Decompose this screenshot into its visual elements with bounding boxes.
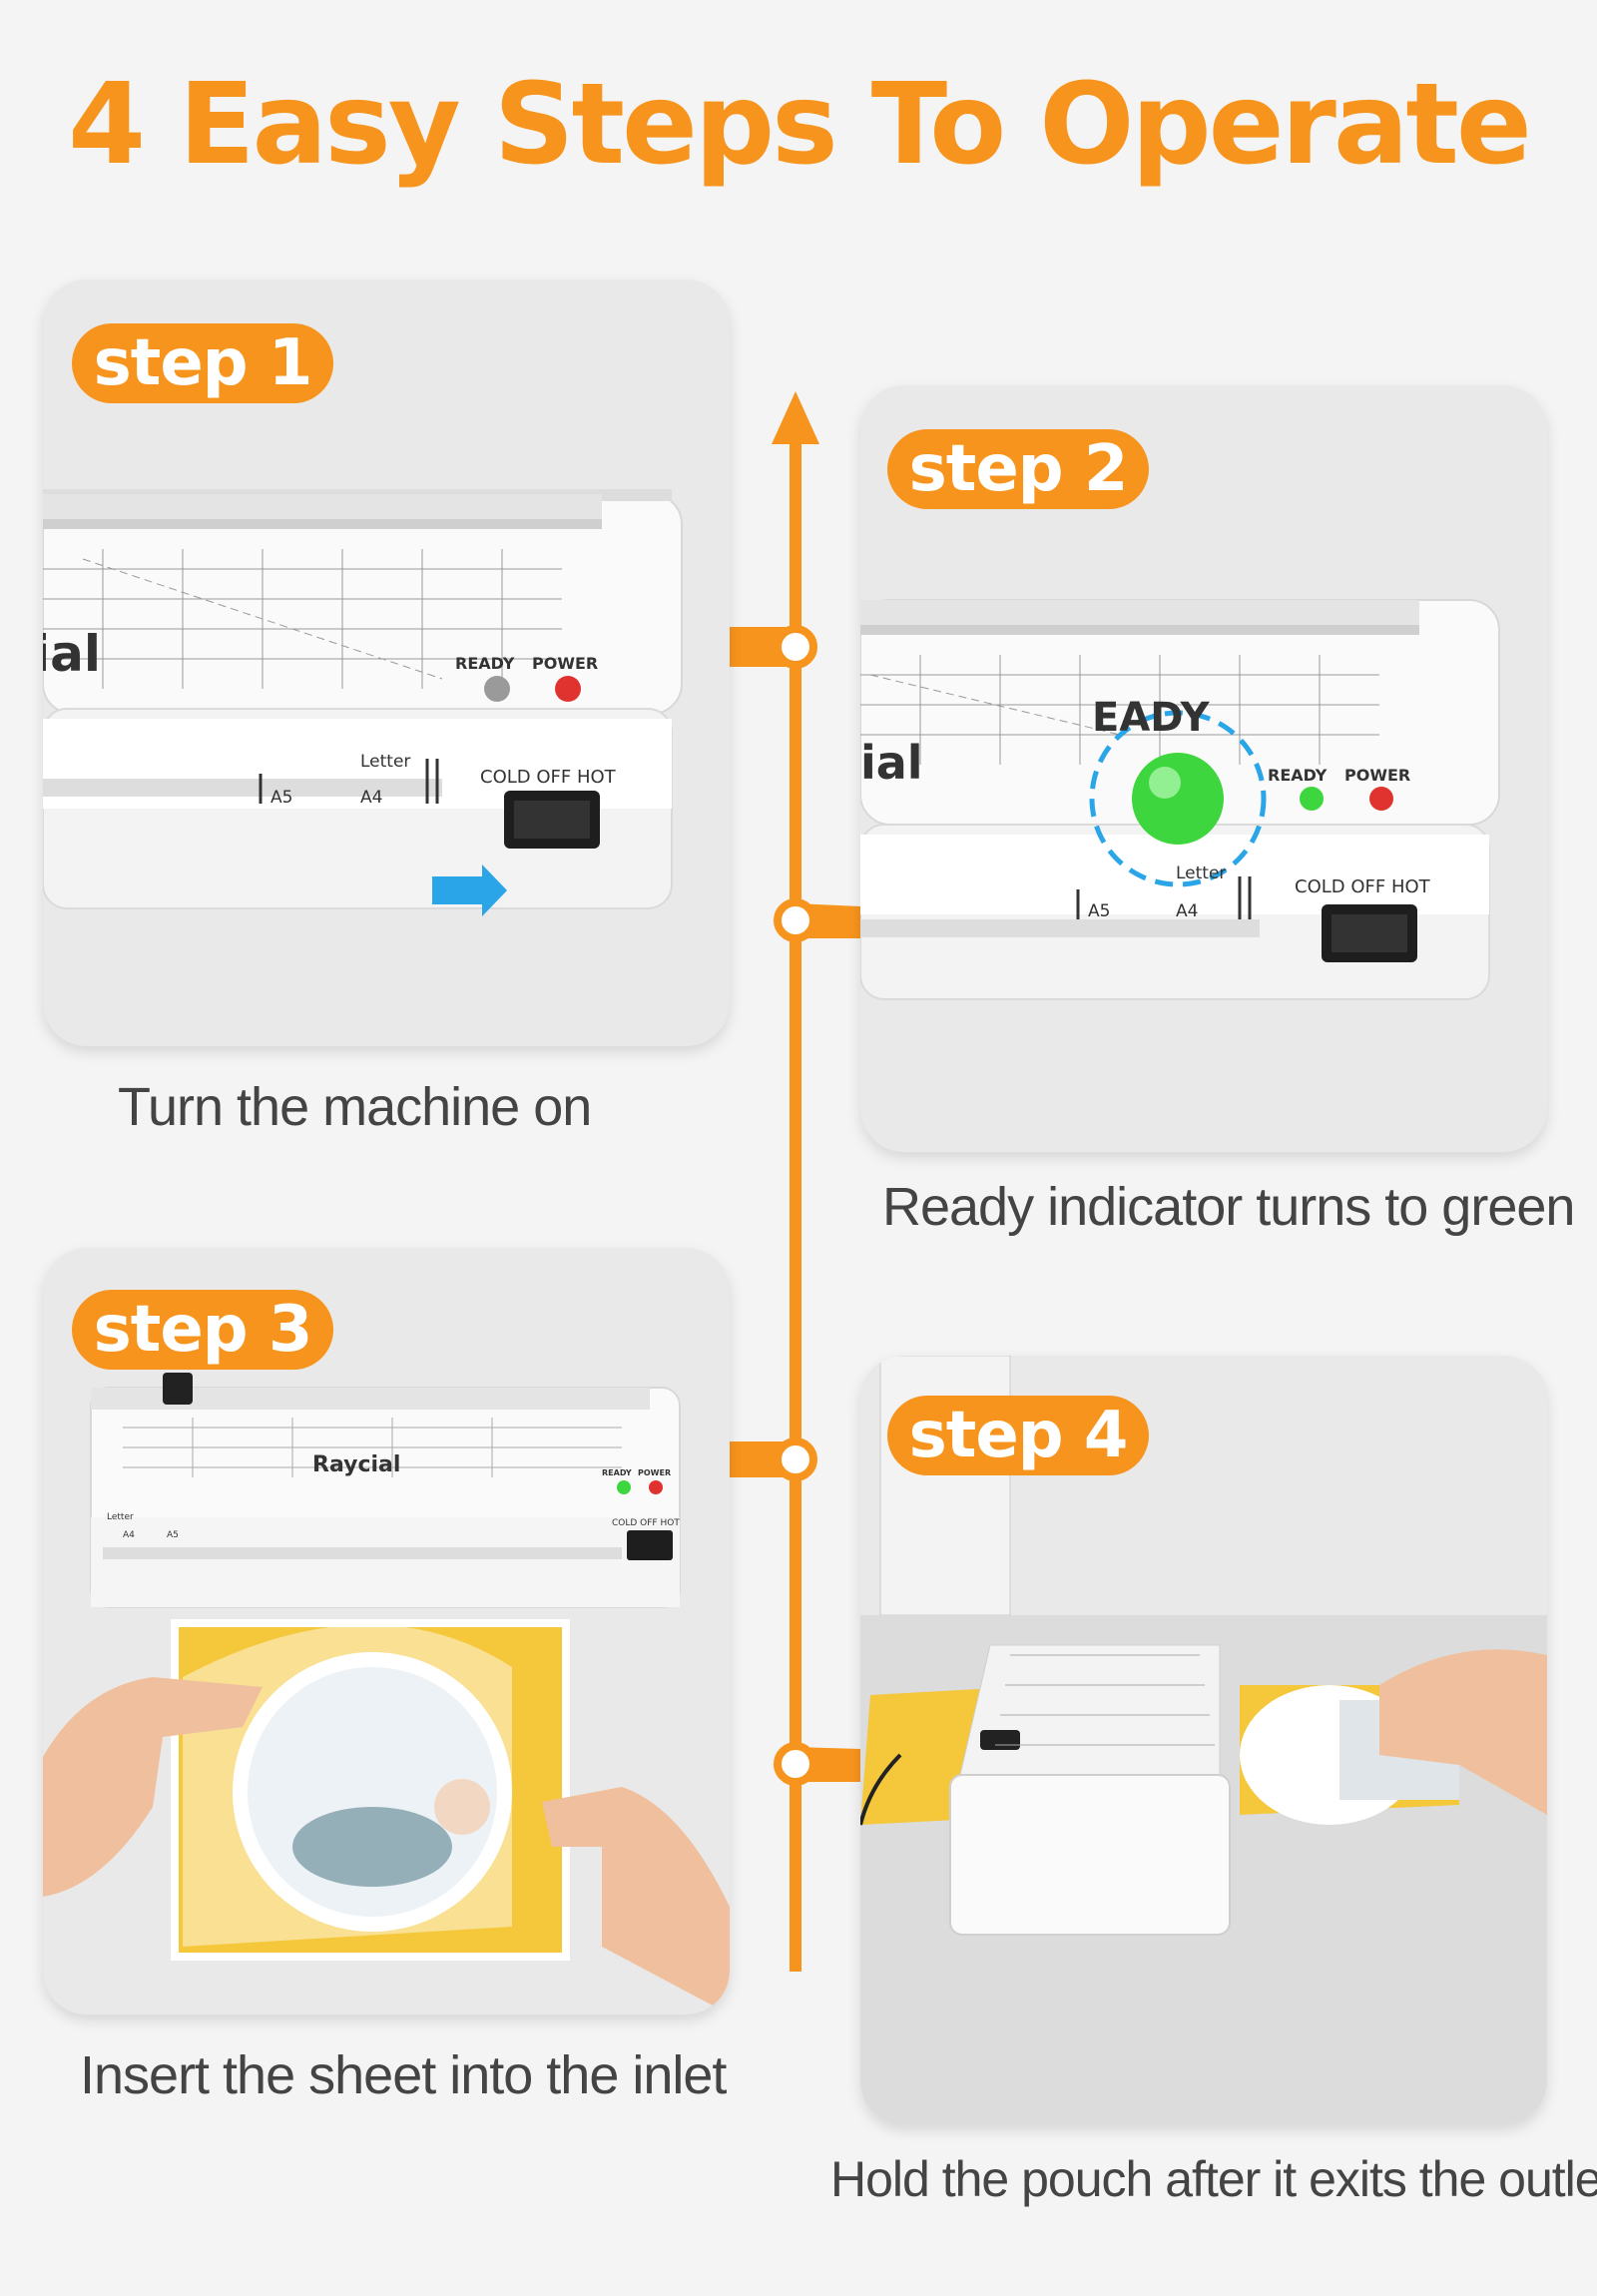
switch-glyph: I O II (1351, 924, 1388, 943)
ready-label: READY (602, 1468, 632, 1477)
switch-glyph: I O II (534, 812, 571, 831)
a4-label: A4 (123, 1530, 135, 1540)
a5-label: A5 (270, 788, 292, 808)
switch-label: COLD OFF HOT (612, 1518, 680, 1528)
a5-label: A5 (167, 1530, 179, 1540)
a4-label: A4 (360, 788, 382, 808)
right-hand (542, 1787, 730, 2014)
hand-icon (1379, 1649, 1547, 1815)
ready-led (1300, 787, 1324, 811)
a4-label: A4 (1176, 901, 1198, 921)
letter-label: Letter (107, 1512, 134, 1522)
switch-label: COLD OFF HOT (1295, 876, 1431, 897)
step-4-badge: step 4 (887, 1396, 1149, 1475)
timeline-node-3 (774, 1437, 817, 1481)
brand-text: ial (43, 625, 101, 683)
ready-label: READY (455, 654, 515, 673)
brand-text: Raycial (312, 1452, 400, 1477)
ready-label: READY (1268, 766, 1328, 785)
power-led (1369, 787, 1393, 811)
switch-label: COLD OFF HOT (480, 767, 617, 788)
ready-big-text: EADY (1092, 695, 1211, 741)
step-3-badge: step 3 (72, 1290, 333, 1370)
step-4-card (860, 1356, 1547, 2124)
timeline-node-1 (774, 625, 817, 669)
power-label: POWER (1344, 766, 1410, 785)
step-3-card: Raycial READY POWER COLD OFF HOT Letter … (43, 1248, 730, 2014)
page-title: 4 Easy Steps To Operate (68, 60, 1532, 190)
timeline-node-4 (774, 1742, 817, 1786)
timeline-line (790, 439, 801, 1972)
brand-text: ial (860, 736, 923, 790)
step-2-illustration (860, 599, 1500, 1000)
step-4-caption: Hold the pouch after it exits the outlet… (830, 2151, 1597, 2207)
left-hand (43, 1677, 263, 1897)
letter-label: Letter (1176, 863, 1226, 883)
step-1-badge: step 1 (72, 323, 333, 403)
step-2-card: ial EADY READY POWER COLD OFF HOT Letter… (860, 385, 1547, 1152)
step-2-caption: Ready indicator turns to green (882, 1177, 1575, 1237)
blue-arrow-icon (432, 864, 507, 916)
step-1-illustration (43, 489, 683, 916)
power-label: POWER (638, 1468, 671, 1477)
a5-label: A5 (1088, 901, 1110, 921)
timeline-node-2 (774, 898, 817, 942)
timeline-arrow-head (772, 391, 819, 444)
step-1-caption: Turn the machine on (118, 1077, 592, 1137)
step-3-illustration (43, 1373, 730, 2014)
power-label: POWER (532, 654, 598, 673)
step-2-badge: step 2 (887, 429, 1149, 509)
letter-label: Letter (360, 752, 410, 772)
ready-highlight-ring (1089, 710, 1267, 887)
step-3-caption: Insert the sheet into the inlet (80, 2045, 727, 2105)
step-1-card: ial READY POWER COLD OFF HOT Letter A5 A… (43, 280, 730, 1046)
